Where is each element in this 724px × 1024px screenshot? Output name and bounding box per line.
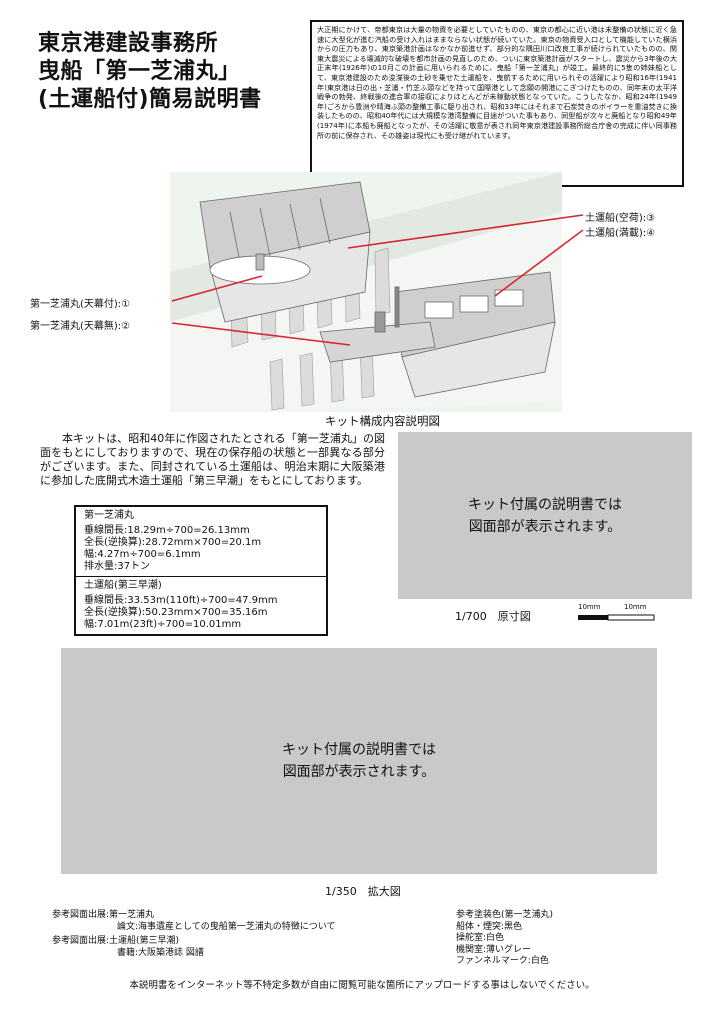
scale-bar bbox=[578, 614, 655, 621]
scale-700-label: 1/700 原寸図 bbox=[455, 610, 531, 623]
drawing-placeholder-700: キット付属の説明書では 図面部が表示されます。 bbox=[398, 432, 692, 599]
paint-row: 機関室:薄いグレー bbox=[456, 944, 532, 955]
callout-barge-full: 土運船(満載):④ bbox=[585, 228, 656, 239]
scale-bar-label-left: 10mm bbox=[578, 603, 601, 611]
paint-colors: 参考塗装色(第一芝浦丸) 船体・煙突:黒色 操舵室:白色 機関室:薄いグレー フ… bbox=[456, 910, 553, 968]
kit-sprue-drawing bbox=[170, 172, 562, 412]
spec-section-tug: 第一芝浦丸 垂線間長:18.29m÷700=26.13mm 全長(逆換算):28… bbox=[76, 507, 326, 576]
spec-tug-name: 第一芝浦丸 bbox=[84, 510, 134, 521]
spec-row: 全長(逆換算):28.72mm×700=20.1m bbox=[84, 537, 262, 548]
kit-caption: キット構成内容説明図 bbox=[325, 414, 440, 428]
intro-text: 本キットは、昭和40年に作図されたとされる「第一芝浦丸」の図面をもとにしておりま… bbox=[40, 432, 385, 487]
tug-with-awning bbox=[209, 253, 311, 285]
drawing-placeholder-350: キット付属の説明書では 図面部が表示されます。 bbox=[61, 648, 657, 874]
spec-row: 幅:4.27m÷700=6.1mm bbox=[84, 549, 201, 560]
paint-title: 参考塗装色(第一芝浦丸) bbox=[456, 910, 554, 920]
kit-composition-illustration bbox=[170, 172, 562, 412]
footer-notice: 本説明書をインターネット等不特定多数が自由に閲覧可能な箇所にアップロードする事は… bbox=[129, 980, 595, 991]
ref-tug-source: 参考図面出展:第一芝浦丸 bbox=[52, 910, 155, 920]
callout-tug-awning: 第一芝浦丸(天幕付):① bbox=[30, 299, 131, 310]
callout-lines bbox=[171, 214, 584, 346]
placeholder-line-2: 図面部が表示されます。 bbox=[468, 518, 622, 535]
tug-without-awning bbox=[319, 286, 436, 363]
callout-barge-empty: 土運船(空荷):③ bbox=[585, 213, 656, 224]
ref-barge-source: 参考図面出展:土運船(第三早潮) bbox=[52, 936, 180, 946]
spec-box: 第一芝浦丸 垂線間長:18.29m÷700=26.13mm 全長(逆換算):28… bbox=[74, 505, 328, 636]
barge-full bbox=[394, 271, 556, 398]
placeholder-line-1: キット付属の説明書では bbox=[468, 496, 622, 513]
references: 参考図面出展:第一芝浦丸 論文:海事遺産としての曳船第一芝浦丸の特徴について 参… bbox=[52, 910, 336, 959]
scale-350-label: 1/350 拡大図 bbox=[325, 885, 401, 898]
spec-row: 排水量:37トン bbox=[84, 561, 151, 572]
spec-row: 垂線間長:33.53m(110ft)÷700=47.9mm bbox=[84, 595, 278, 606]
spec-barge-name: 土運船(第三早潮) bbox=[84, 580, 162, 591]
scale-bar-label-right: 10mm bbox=[624, 603, 647, 611]
spec-row: 垂線間長:18.29m÷700=26.13mm bbox=[84, 525, 250, 536]
spec-row: 幅:7.01m(23ft)÷700=10.01mm bbox=[84, 619, 242, 630]
page-title: 東京港建設事務所 曳船「第一芝浦丸」 (土運船付)簡易説明書 bbox=[38, 30, 308, 114]
spec-section-barge: 土運船(第三早潮) 垂線間長:33.53m(110ft)÷700=47.9mm … bbox=[76, 576, 326, 634]
title-line-3: (土運船付)簡易説明書 bbox=[38, 87, 262, 112]
ref-tug-paper: 論文:海事遺産としての曳船第一芝浦丸の特徴について bbox=[117, 921, 336, 932]
title-line-2: 曳船「第一芝浦丸」 bbox=[38, 59, 241, 84]
callout-tug-no-awning: 第一芝浦丸(天幕無):② bbox=[30, 321, 131, 332]
placeholder-line-1: キット付属の説明書では bbox=[282, 742, 436, 758]
placeholder-line-2: 図面部が表示されます。 bbox=[282, 764, 436, 780]
ref-barge-book: 書籍:大阪築港誌 図譜 bbox=[117, 947, 204, 958]
paint-row: ファンネルマーク:白色 bbox=[456, 956, 549, 966]
history-text-box: 大正期にかけて、帝都東京は大量の物資を必要としていたものの、東京の都心に近い港は… bbox=[310, 20, 684, 187]
spec-row: 全長(逆換算):50.23mm×700=35.16m bbox=[84, 607, 268, 618]
paint-row: 操舵室:白色 bbox=[456, 933, 505, 943]
paint-row: 船体・煙突:黒色 bbox=[456, 921, 523, 932]
title-line-1: 東京港建設事務所 bbox=[38, 31, 219, 56]
